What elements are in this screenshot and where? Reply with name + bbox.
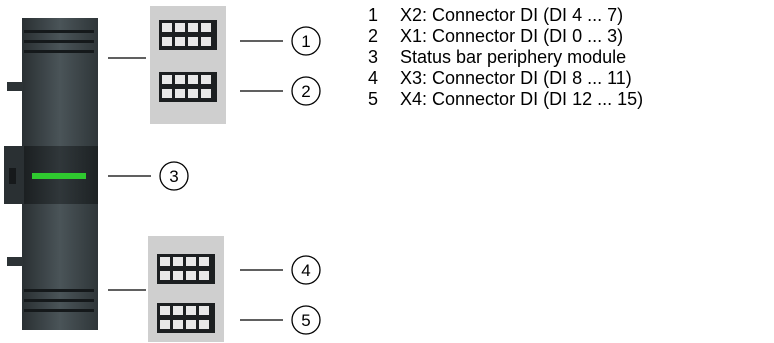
legend-number: 3 <box>368 47 379 67</box>
legend-text: X2: Connector DI (DI 4 ... 7) <box>400 5 624 25</box>
callout-1-circle <box>291 26 321 56</box>
module-side-latch <box>9 168 16 184</box>
legend-item: 1 X2: Connector DI (DI 4 ... 7) <box>368 5 643 26</box>
callout-4-circle <box>291 255 321 285</box>
legend-number: 5 <box>368 89 379 109</box>
legend-number: 1 <box>368 5 379 25</box>
callout-2-circle <box>291 76 321 106</box>
module-top-section <box>22 18 98 146</box>
callout-5-circle <box>291 305 321 335</box>
legend-item: 2 X1: Connector DI (DI 0 ... 3) <box>368 26 643 47</box>
module-top-vents <box>24 30 94 53</box>
callout-2: 2 <box>240 76 321 106</box>
connector-block-bottom <box>148 236 224 342</box>
callout-4: 4 <box>240 255 321 285</box>
callout-1-number: 1 <box>301 32 310 51</box>
module-bottom-pin <box>7 257 23 266</box>
periphery-module <box>4 18 98 330</box>
callout-5-number: 5 <box>301 311 310 330</box>
callout-2-number: 2 <box>301 82 310 101</box>
legend-number: 2 <box>368 26 379 46</box>
callout-3-number: 3 <box>169 167 178 186</box>
connector-x1 <box>159 72 217 102</box>
module-bottom-vents <box>24 289 94 312</box>
connector-x3 <box>157 254 215 284</box>
legend-text: X3: Connector DI (DI 8 ... 11) <box>400 68 632 88</box>
callout-1: 1 <box>240 26 321 56</box>
legend-item: 5 X4: Connector DI (DI 12 ... 15) <box>368 89 643 110</box>
legend-number: 4 <box>368 68 379 88</box>
callout-5: 5 <box>240 305 321 335</box>
legend: 1 X2: Connector DI (DI 4 ... 7) 2 X1: Conn… <box>368 5 643 110</box>
legend-item: 3 Status bar periphery module <box>368 47 643 68</box>
legend-item: 4 X3: Connector DI (DI 8 ... 11) <box>368 68 643 89</box>
callout-4-number: 4 <box>301 261 310 280</box>
connector-block-top <box>150 6 226 124</box>
callout-3: 3 <box>108 161 189 191</box>
connector-x2 <box>159 20 217 50</box>
callout-3-circle <box>159 161 189 191</box>
connector-x4 <box>157 303 215 333</box>
legend-text: X1: Connector DI (DI 0 ... 3) <box>400 26 624 46</box>
legend-text: X4: Connector DI (DI 12 ... 15) <box>400 89 644 109</box>
legend-text: Status bar periphery module <box>400 47 627 67</box>
module-top-pin <box>7 82 23 91</box>
status-led-bar <box>32 173 86 179</box>
